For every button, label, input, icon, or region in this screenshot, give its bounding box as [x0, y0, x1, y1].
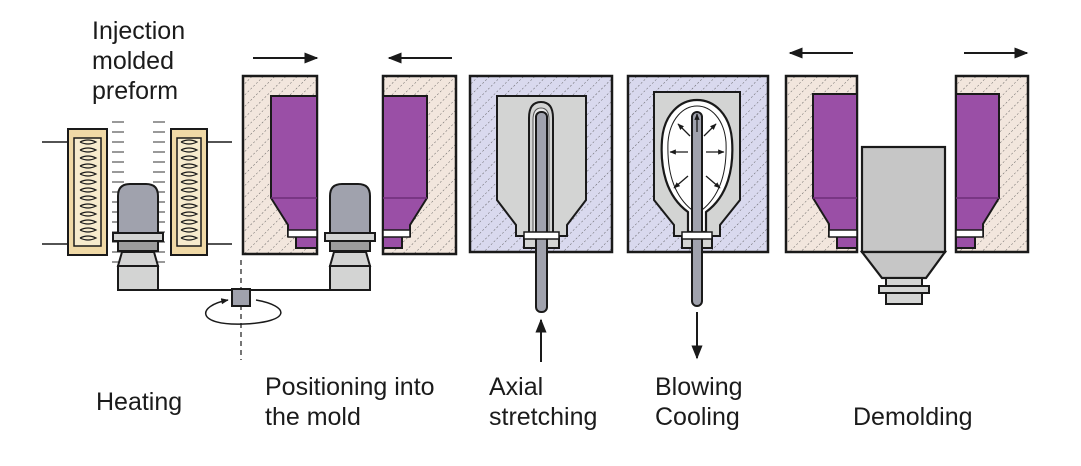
blowing-cooling-label: Blowing Cooling — [655, 372, 743, 432]
blow-rod — [691, 111, 703, 307]
positioning-stage — [241, 52, 458, 291]
blowing-cooling-label-line: Blowing — [655, 373, 743, 401]
open-right-half-mold — [954, 74, 1030, 254]
heated-preform-icon — [112, 183, 164, 291]
preform-label-line: preform — [92, 77, 179, 105]
heating-label: Heating — [96, 388, 183, 416]
right-heater-icon — [170, 128, 208, 256]
axial-stretching-label-line: stretching — [489, 403, 598, 431]
rotation-arrow — [204, 298, 282, 325]
axial-stretching-label-line: Axial — [489, 373, 544, 401]
right-half-mold — [381, 74, 458, 256]
stretched-preform — [528, 100, 554, 232]
positioning-label: Positioning into the mold — [265, 372, 435, 432]
preform-label: Injection molded preform — [92, 16, 185, 106]
preform-label-line: molded — [92, 47, 174, 75]
open-left-half-mold — [784, 74, 859, 254]
positioned-preform-icon — [324, 183, 376, 291]
axial-stretching-label: Axial stretching — [489, 372, 597, 432]
demolding-label: Demolding — [853, 403, 973, 431]
positioning-label-line: the mold — [265, 403, 361, 431]
stretch-rod — [535, 111, 548, 313]
left-heater-icon — [67, 128, 108, 256]
preform-label-line: Injection — [92, 17, 186, 45]
heating-stage — [42, 121, 232, 291]
finished-bottle-icon — [859, 145, 948, 305]
blowing-stage — [626, 74, 770, 360]
left-half-mold — [241, 74, 319, 256]
transfer-rotator — [158, 260, 332, 360]
positioning-label-line: Positioning into — [265, 373, 435, 401]
pressure-arrows — [669, 113, 725, 189]
blowing-cooling-label-line: Cooling — [655, 403, 740, 431]
axial-stretching-stage — [468, 74, 614, 362]
demolding-stage — [784, 47, 1030, 305]
